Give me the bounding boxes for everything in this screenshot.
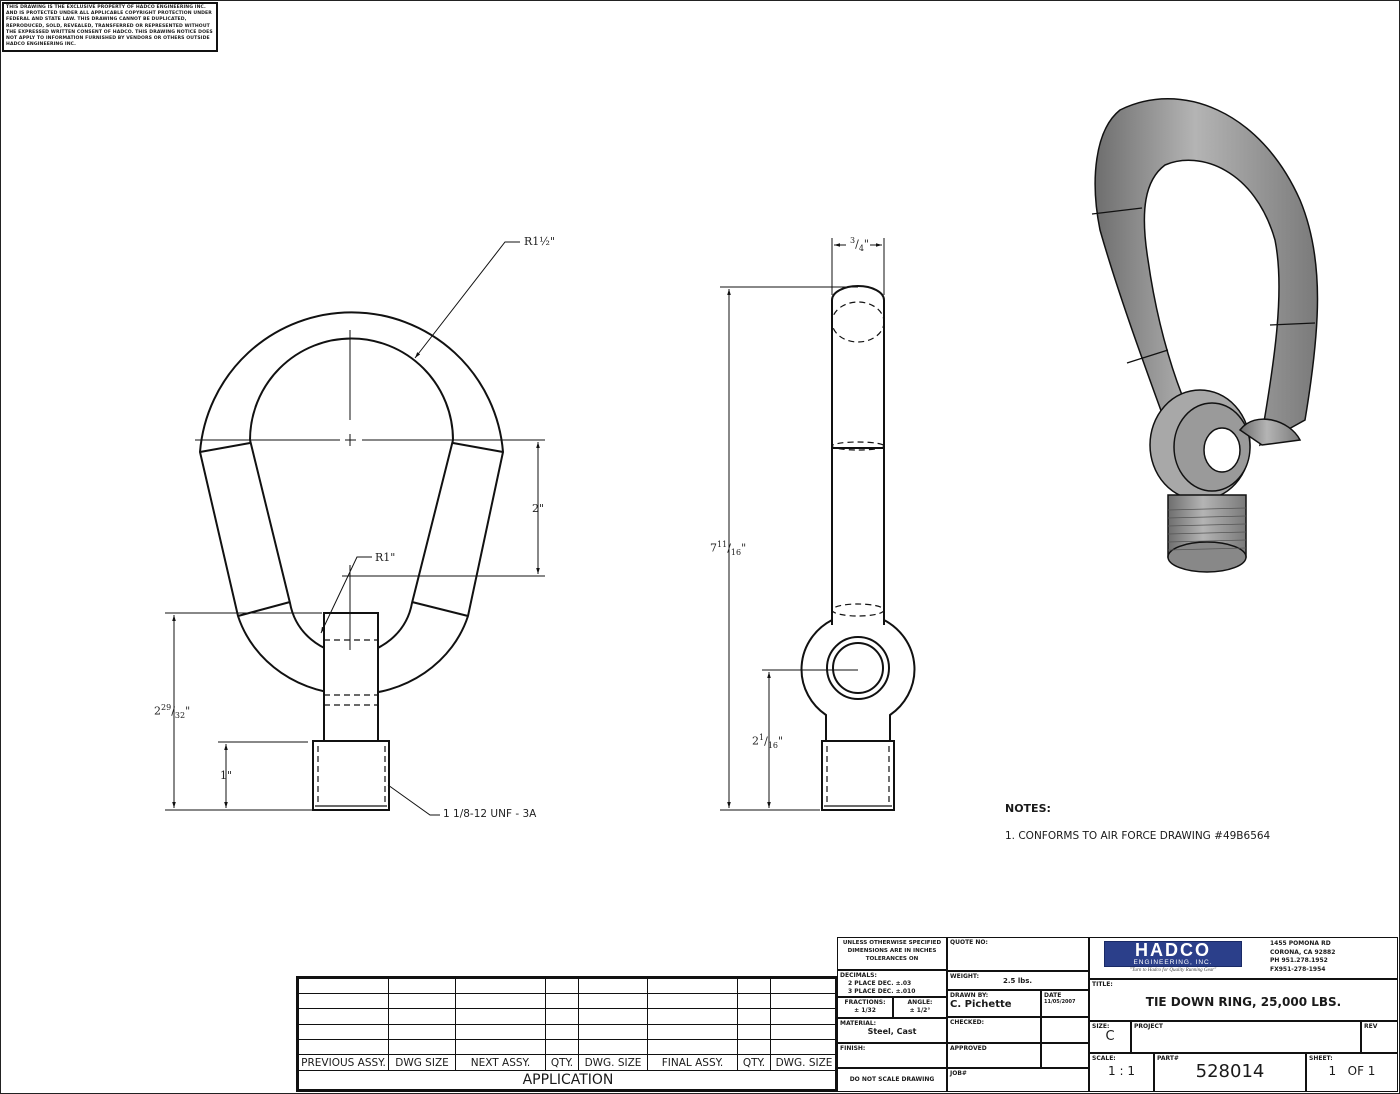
header-dwg-size: DWG. SIZE [770,1054,838,1071]
front-height-center-label: 2" [532,502,545,515]
application-footer: APPLICATION [298,1070,838,1090]
note-item: 1. CONFORMS TO AIR FORCE DRAWING #49B656… [1005,830,1271,842]
notes-title: NOTES: [1005,802,1051,815]
table-header-row: PREVIOUS ASSY. DWG SIZE NEXT ASSY. QTY. … [298,1054,838,1071]
approved-date-cell [1041,1043,1089,1068]
proprietary-notice: THIS DRAWING IS THE EXCLUSIVE PROPERTY O… [2,2,218,52]
drawn-by-cell: DRAWN BY: C. Pichette [947,990,1041,1017]
date-cell: DATE 11/05/2007 [1041,990,1089,1017]
part-number-cell: PART# 528014 [1154,1053,1306,1092]
side-view [800,285,916,811]
table-row [298,1023,838,1040]
job-number-cell: JOB# [947,1068,1089,1092]
front-radius-inner-label: R1" [375,551,396,564]
side-eye-height-label: 21/16" [752,733,784,750]
hadco-logo: HADCO ENGINEERING, INC. "Turn to Hadco f… [1104,941,1242,975]
checked-cell: CHECKED: [947,1017,1041,1043]
front-thread-length-label: 1" [220,769,233,782]
application-table: PREVIOUS ASSY. DWG SIZE NEXT ASSY. QTY. … [296,976,838,1092]
sheet-cell: SHEET: 1 OF 1 [1306,1053,1398,1092]
table-row [298,977,838,995]
table-row [298,1038,838,1056]
front-view [198,311,505,811]
size-cell: SIZE: C [1089,1021,1131,1053]
angle-tolerance: ANGLE: ± 1/2° [893,997,947,1018]
weight-cell: WEIGHT: 2.5 lbs. [947,971,1089,990]
title-cell: TITLE: TIE DOWN RING, 25,000 LBS. [1089,979,1398,1021]
side-view-dimensions [720,238,885,811]
company-cell [1089,937,1398,979]
front-view-dimensions [165,241,545,816]
rev-cell: REV [1361,1021,1398,1053]
material-cell: MATERIAL: Steel, Cast [837,1018,947,1043]
fractions-tolerance: FRACTIONS: ± 1/32 [837,997,893,1018]
checked-date-cell [1041,1017,1089,1043]
tolerance-header: UNLESS OTHERWISE SPECIFIED DIMENSIONS AR… [837,937,947,970]
finish-cell: FINISH: [837,1043,947,1068]
header-dwg-size: DWG. SIZE [578,1054,648,1071]
front-radius-outer-label: R1½" [524,235,556,248]
header-dwg-size: DWG SIZE [388,1054,456,1071]
isometric-view [1091,98,1319,573]
thread-callout: 1 1/8-12 UNF - 3A [443,808,537,820]
decimals-tolerance: DECIMALS: 2 PLACE DEC. ±.03 3 PLACE DEC.… [837,970,947,997]
side-width-label: 3/4" [850,236,869,253]
project-cell: PROJECT [1131,1021,1361,1053]
company-address: 1455 POMONA RD CORONA, CA 92882 PH 951.2… [1270,940,1336,973]
drawing-title: TIE DOWN RING, 25,000 LBS. [1145,995,1342,1009]
header-qty: QTY. [545,1054,579,1071]
scale-cell: SCALE: 1 : 1 [1089,1053,1154,1092]
header-previous-assy: PREVIOUS ASSY. [298,1054,389,1071]
front-overall-height-label: 229/32" [154,703,191,720]
quote-number-cell: QUOTE NO: [947,937,1089,971]
part-number: 528014 [1195,1061,1265,1082]
table-row [298,993,838,1010]
header-qty: QTY. [737,1054,771,1071]
side-overall-height-label: 711/16" [710,540,747,557]
table-row [298,1008,838,1025]
approved-cell: APPROVED [947,1043,1041,1068]
do-not-scale-note: DO NOT SCALE DRAWING [837,1068,947,1092]
header-final-assy: FINAL ASSY. [647,1054,738,1071]
header-next-assy: NEXT ASSY. [455,1054,546,1071]
